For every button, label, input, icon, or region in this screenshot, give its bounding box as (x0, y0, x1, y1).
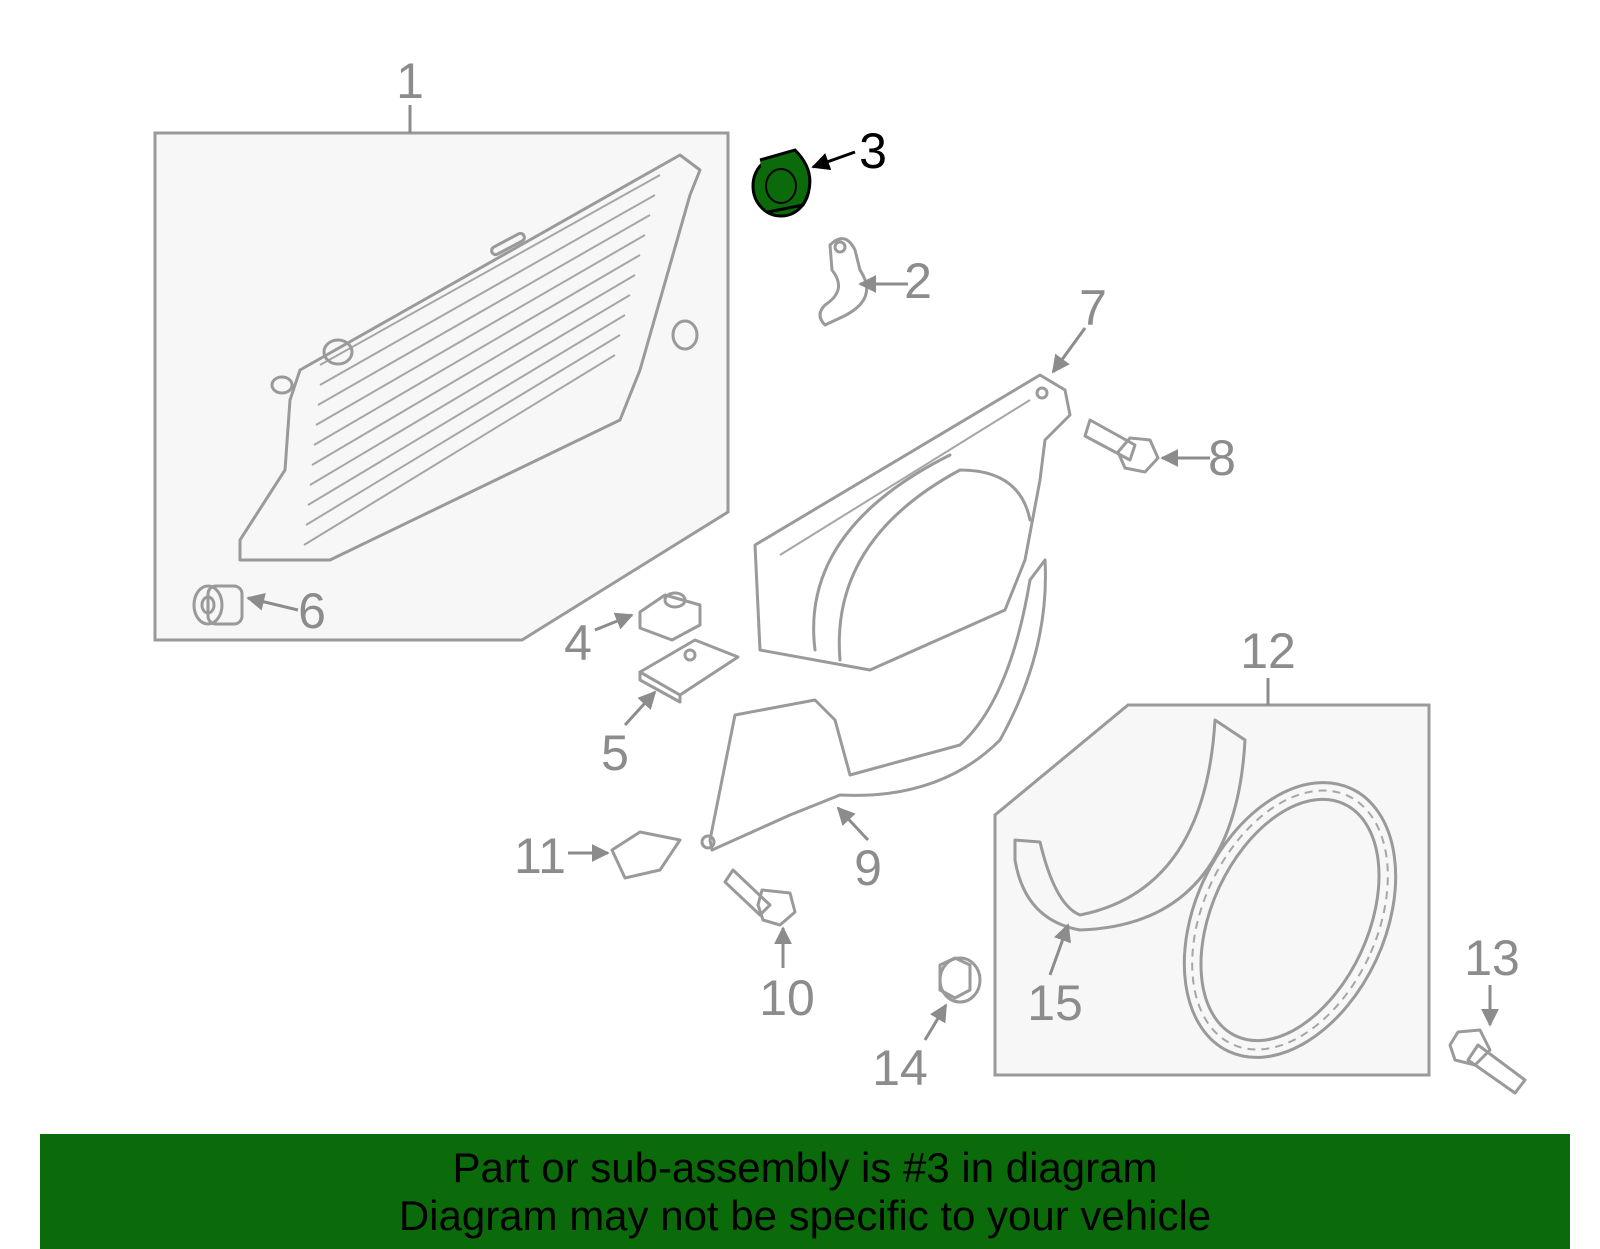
bolt-part-8[interactable] (1083, 418, 1210, 474)
callout-7: 7 (1079, 280, 1107, 336)
fan-ring-part[interactable] (1143, 748, 1438, 1091)
radiator-group-box (153, 105, 730, 642)
banner-line-1: Part or sub-assembly is #3 in diagram (452, 1144, 1158, 1191)
callout-4: 4 (564, 615, 592, 671)
callout-8: 8 (1208, 430, 1236, 486)
callout-15: 15 (1027, 975, 1083, 1031)
callout-3: 3 (859, 123, 887, 179)
callout-2: 2 (904, 253, 932, 309)
radiator-part[interactable] (238, 153, 702, 562)
info-banner: Part or sub-assembly is #3 in diagram Di… (40, 1134, 1570, 1249)
plate-part-5[interactable] (623, 638, 740, 727)
nut-part-14[interactable] (923, 956, 982, 1041)
callout-9: 9 (854, 840, 882, 896)
callout-1: 1 (396, 53, 424, 109)
callout-14: 14 (872, 1040, 928, 1096)
callout-11: 11 (514, 828, 566, 884)
bolt-part-13[interactable] (1448, 985, 1527, 1095)
bolt-part-10[interactable] (723, 868, 797, 968)
bushing-part-6[interactable] (192, 584, 299, 626)
callout-6: 6 (298, 583, 326, 639)
clip-part-11[interactable] (568, 830, 682, 880)
lower-shroud-part-9[interactable] (700, 558, 1047, 852)
callout-12: 12 (1240, 623, 1296, 679)
callout-5: 5 (601, 725, 629, 781)
grommet-part-3[interactable] (751, 148, 856, 218)
fan-group-box (993, 678, 1431, 1077)
fan-shroud-part-7[interactable] (753, 327, 1087, 672)
callout-10: 10 (759, 970, 815, 1026)
nut-part-4[interactable] (594, 591, 702, 642)
bracket-part-2[interactable] (818, 237, 908, 327)
ring-part-15[interactable] (1013, 718, 1247, 976)
banner-line-2: Diagram may not be specific to your vehi… (398, 1192, 1212, 1239)
callout-13: 13 (1464, 930, 1520, 986)
